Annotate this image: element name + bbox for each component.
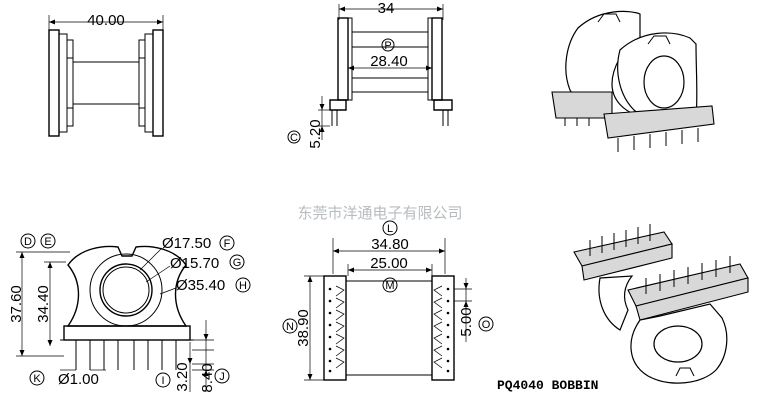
pin-length-2-label: 8.40: [199, 363, 216, 392]
marker-h: H: [239, 280, 247, 292]
marker-p: P: [384, 40, 391, 52]
dia-15-70-label: Ø15.70: [170, 255, 219, 272]
dia-17-50-label: Ø17.50: [162, 235, 211, 252]
isometric-view-top: [551, 10, 715, 152]
side-top-width-label: 34: [378, 0, 395, 17]
marker-d: D: [24, 236, 32, 248]
pin-height-label: 5.20: [307, 119, 324, 148]
dia-35-40-label: Ø35.40: [176, 277, 225, 294]
marker-f: F: [224, 238, 231, 250]
bottom-inner-width-label: 25.00: [370, 255, 408, 272]
marker-o: O: [482, 319, 491, 331]
marker-e: E: [44, 236, 51, 248]
front-width-label: 40.00: [87, 12, 125, 29]
side-view: 34 P 28.40 5.20 C: [287, 0, 453, 149]
bottom-view: L 34.80 25.00 M: [282, 220, 494, 381]
marker-n: N: [286, 321, 294, 333]
pin-pitch-label: 5.00: [458, 307, 475, 336]
flange-height-outer-label: 37.60: [8, 285, 25, 323]
pin-dots: [328, 287, 450, 373]
pin-diameter-label: Ø1.00: [58, 371, 99, 388]
flange-view: D E 37.60 34.40 Ø17.50 F: [8, 233, 251, 393]
pin-length-1-label: 3.20: [174, 362, 191, 391]
drawing-title: PQ4040 BOBBIN: [497, 378, 598, 393]
bottom-outer-width-label: 34.80: [371, 236, 409, 253]
marker-c: C: [290, 132, 298, 144]
marker-m: M: [385, 280, 394, 292]
front-view: 40.00: [48, 12, 164, 137]
marker-g: G: [233, 257, 242, 269]
marker-i: I: [161, 375, 164, 387]
marker-j: J: [219, 371, 225, 383]
company-watermark: 东莞市洋通电子有限公司: [297, 204, 462, 222]
side-inner-width-label: 28.40: [370, 53, 408, 70]
marker-k: K: [33, 373, 41, 385]
isometric-view-bottom: [573, 224, 749, 384]
bottom-height-label: 38.90: [295, 309, 312, 347]
marker-l: L: [387, 223, 393, 235]
flange-height-inner-label: 34.40: [35, 285, 52, 323]
